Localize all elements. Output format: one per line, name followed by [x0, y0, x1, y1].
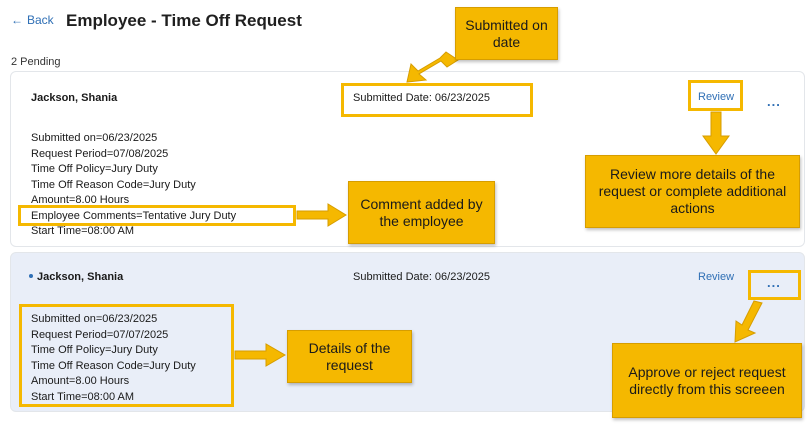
- request-details: Submitted on=06/23/2025 Request Period=0…: [31, 131, 236, 240]
- callout-submitted-on-date: Submitted on date: [455, 7, 558, 60]
- detail-line: Start Time=08:00 AM: [31, 390, 135, 403]
- detail-line: Time Off Policy=Jury Duty: [31, 163, 158, 175]
- employee-name: Jackson, Shania: [29, 271, 123, 283]
- review-button[interactable]: Review: [698, 91, 735, 103]
- employee-name-text: Jackson, Shania: [37, 271, 124, 283]
- unread-dot-icon: [29, 274, 33, 279]
- detail-line: Submitted on=06/23/2025: [31, 313, 158, 325]
- submitted-date: Submitted Date: 06/23/2025: [353, 271, 490, 283]
- callout-review-more: Review more details of the request or co…: [585, 155, 800, 228]
- detail-line: Time Off Policy=Jury Duty: [31, 344, 158, 356]
- employee-name: Jackson, Shania: [31, 92, 118, 104]
- back-link[interactable]: ← Back: [11, 13, 54, 27]
- detail-line: Request Period=07/08/2025: [31, 147, 169, 160]
- review-button[interactable]: Review: [698, 271, 735, 283]
- detail-line: Request Period=07/07/2025: [31, 328, 169, 341]
- detail-line: Time Off Reason Code=Jury Duty: [31, 359, 196, 372]
- detail-line: Amount=8.00 Hours: [31, 375, 130, 387]
- pending-count: 2 Pending: [11, 56, 61, 68]
- detail-line: Time Off Reason Code=Jury Duty: [31, 178, 196, 191]
- callout-approve-reject: Approve or reject request directly from …: [612, 343, 802, 418]
- back-label: Back: [27, 13, 54, 27]
- page-title: Employee - Time Off Request: [66, 11, 302, 30]
- detail-line: Submitted on=06/23/2025: [31, 132, 158, 144]
- more-options-icon[interactable]: ...: [767, 94, 781, 109]
- back-arrow-icon: ←: [11, 13, 23, 27]
- callout-comment-added: Comment added by the employee: [348, 181, 495, 244]
- detail-line: Amount=8.00 Hours: [31, 194, 130, 206]
- callout-details-of-request: Details of the request: [287, 330, 412, 383]
- detail-line-comment: Employee Comments=Tentative Jury Duty: [31, 209, 237, 222]
- submitted-date: Submitted Date: 06/23/2025: [353, 92, 490, 104]
- request-details: Submitted on=06/23/2025 Request Period=0…: [31, 312, 196, 405]
- detail-line: Start Time=08:00 AM: [31, 225, 135, 237]
- more-options-icon[interactable]: ...: [767, 275, 781, 290]
